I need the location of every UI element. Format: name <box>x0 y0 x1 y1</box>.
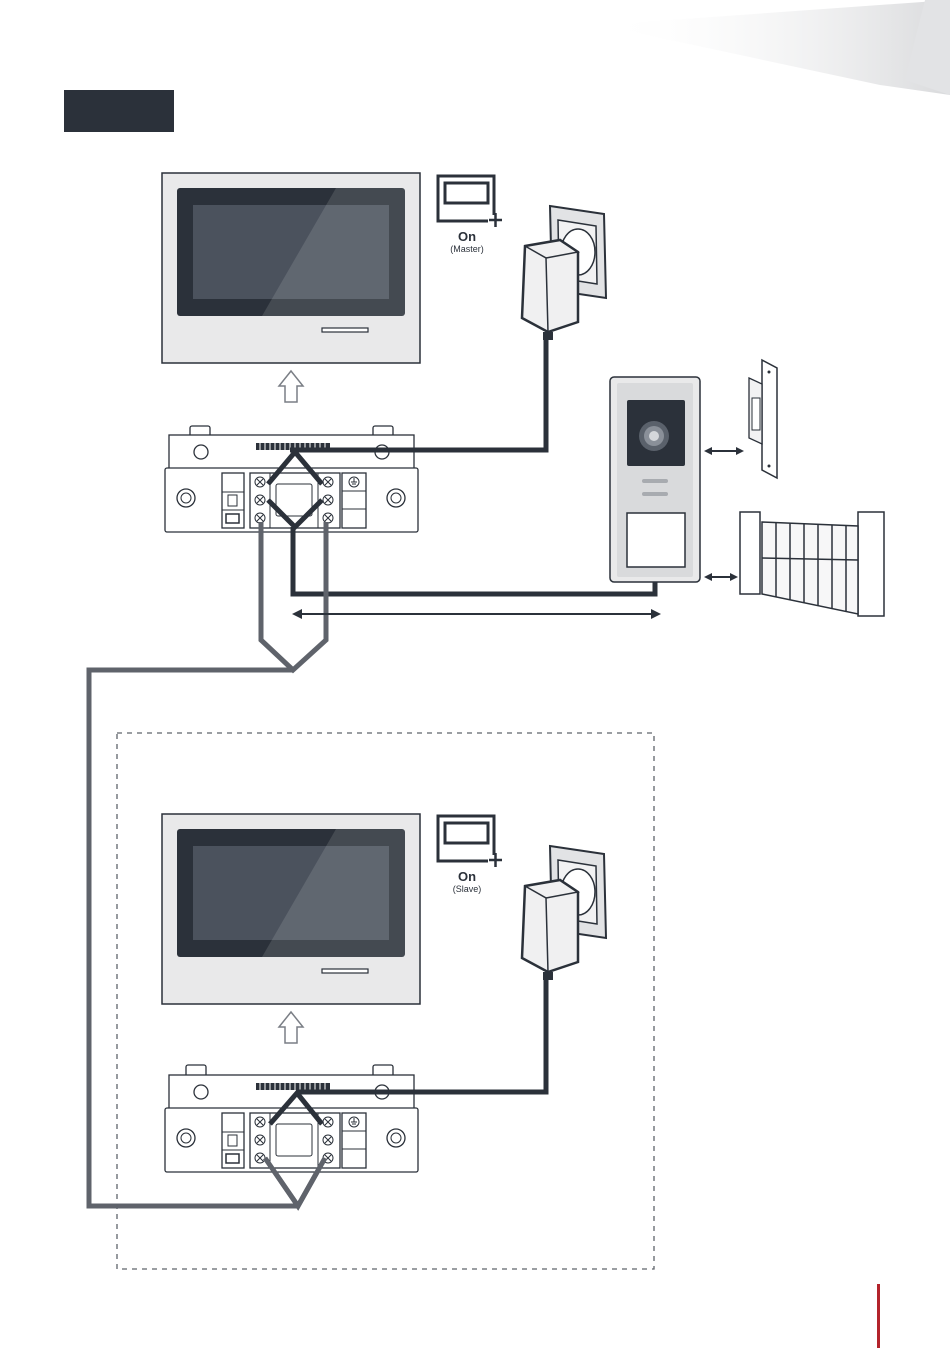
slave-connector-pins <box>256 1083 330 1090</box>
door-station <box>610 377 700 582</box>
section-header-tab <box>64 90 174 132</box>
distance-arrow <box>292 609 661 619</box>
master-mounting-bracket <box>165 426 418 532</box>
master-switch-state: On <box>458 229 476 244</box>
page-margin-accent <box>877 1284 880 1348</box>
slave-mount-arrow <box>279 1012 303 1043</box>
gate <box>740 512 884 616</box>
door-lock <box>749 360 777 478</box>
slave-monitor <box>162 814 420 1004</box>
slave-switch-role: (Slave) <box>453 884 482 894</box>
slave-switch-state: On <box>458 869 476 884</box>
slave-mounting-bracket <box>165 1065 418 1172</box>
master-switch-icon <box>438 176 502 227</box>
gate-link-arrow <box>704 573 738 581</box>
master-mount-arrow <box>279 371 303 402</box>
page-corner-decoration <box>600 0 950 95</box>
door-station-bus-cable <box>293 527 655 594</box>
slave-switch-icon <box>438 816 502 867</box>
master-switch-role: (Master) <box>450 244 484 254</box>
master-monitor <box>162 173 420 363</box>
slave-power-adapter <box>522 846 606 980</box>
lock-link-arrow <box>704 447 744 455</box>
master-power-adapter <box>522 206 606 340</box>
